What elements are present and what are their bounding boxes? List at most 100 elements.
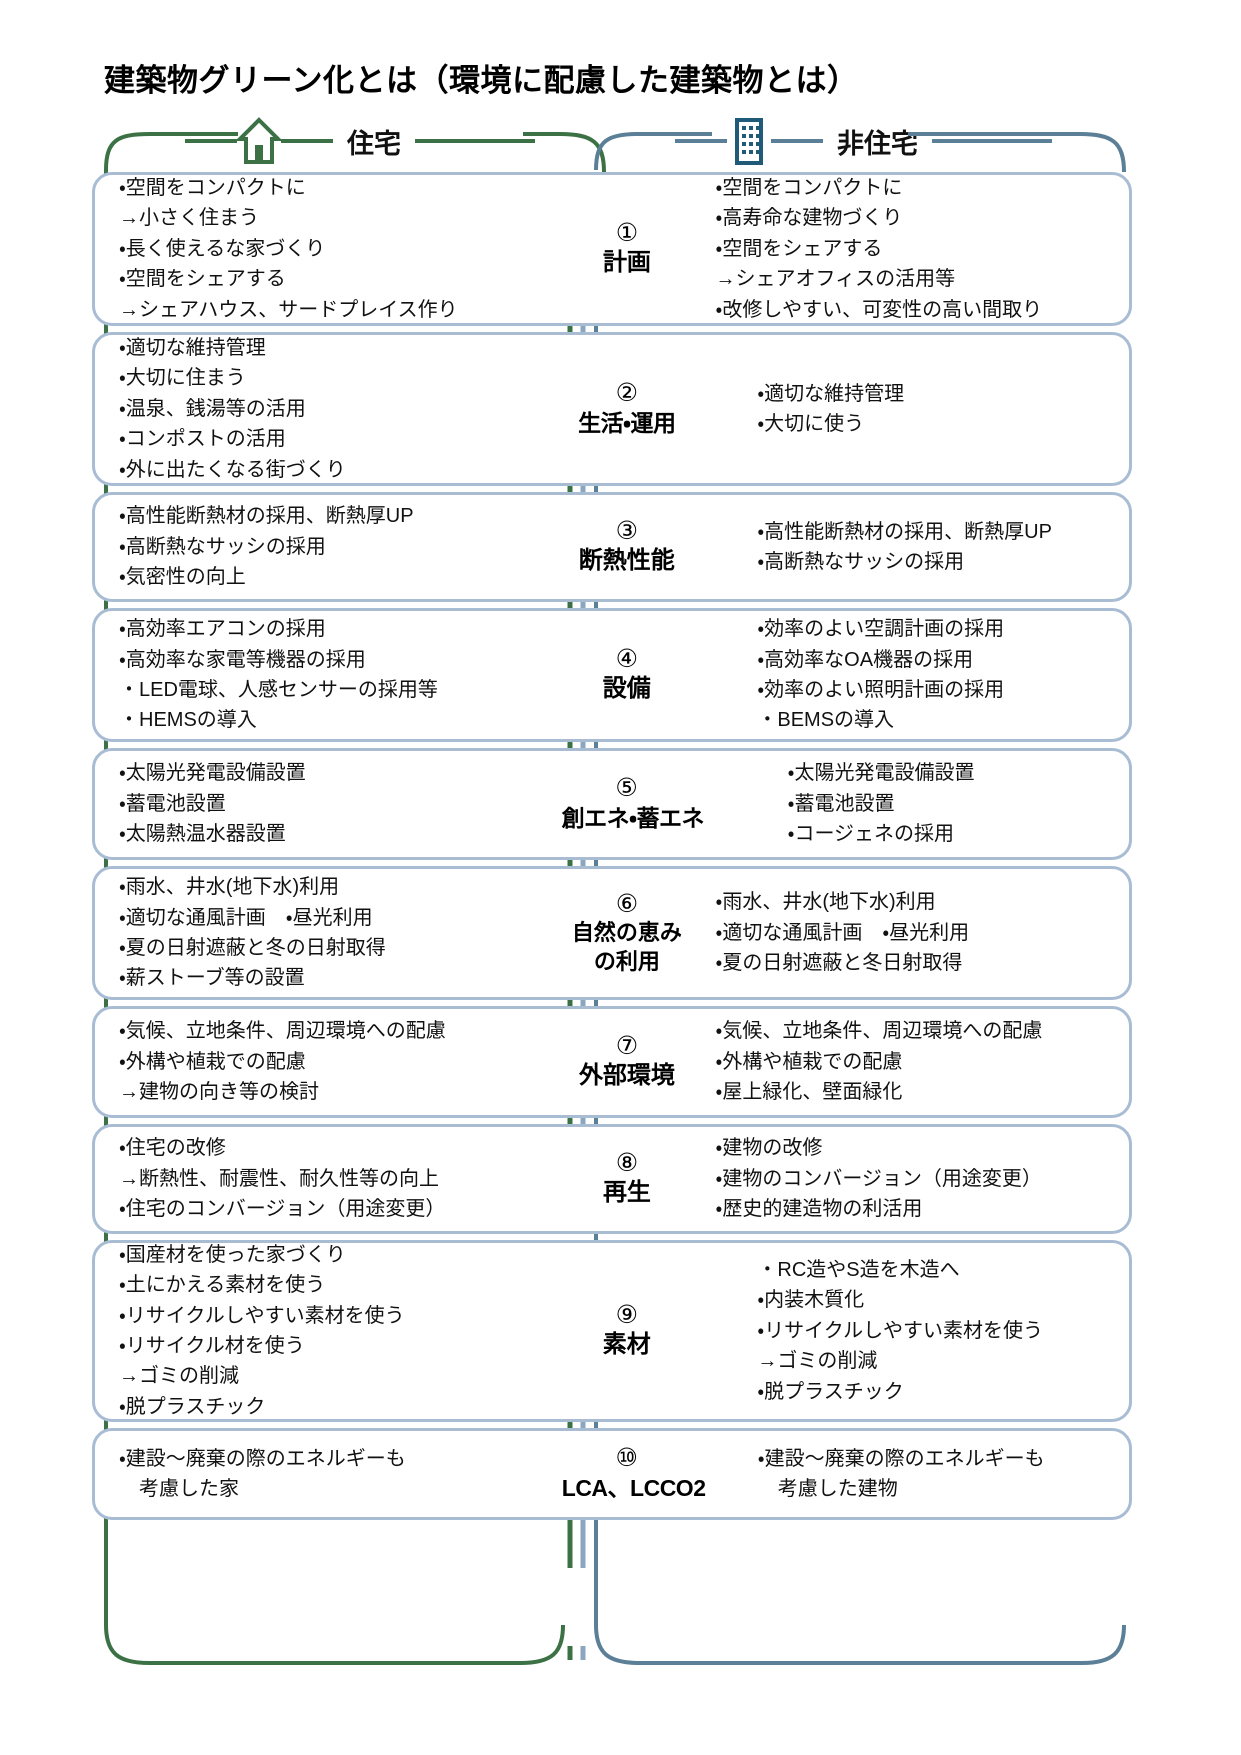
list-item: ・太陽光発電設備設置 [787, 762, 975, 785]
list-item: ・蓄電池設置 [787, 792, 895, 815]
list-item: ・歴史的建造物の利活用 [715, 1198, 923, 1221]
list-item: ・外構や植栽での配慮 [715, 1050, 903, 1073]
stage-9-label: ⑨ 素材 [552, 1294, 701, 1368]
list-item: ・住宅の改修 [119, 1137, 226, 1160]
stage-8-nonresidential-list: ・建物の改修 ・建物のコンバージョン（用途変更） ・歴史的建造物の利活用 [702, 1125, 1129, 1232]
list-item: →ゴミの削減 [757, 1350, 878, 1373]
stage-7-residential-list: ・気候、立地条件、周辺環境への配慮 ・外構や植栽での配慮 →建物の向き等の検討 [95, 1008, 552, 1115]
stage-name: 創エネ・蓄エネ [561, 804, 705, 831]
stage-name: LCA、LCCO2 [561, 1474, 706, 1501]
list-item: ・高効率エアコンの採用 [119, 618, 326, 641]
stage-row-1: ・空間をコンパクトに →小さく住まう ・長く使えるな家づくり ・空間をシェアする… [92, 172, 1132, 326]
list-item: ・適切な維持管理 [119, 337, 266, 360]
stage-row-6: ・雨水、井水(地下水)利用 ・適切な通風計画 ・昼光利用 ・夏の日射遮蔽と冬の日… [92, 866, 1132, 1000]
stage-3-nonresidential-list: ・高性能断熱材の採用、断熱厚UP ・高断熱なサッシの採用 [701, 509, 1129, 586]
list-item: ・コンポストの活用 [119, 428, 286, 451]
list-item: ・適切な通風計画 ・昼光利用 [119, 906, 373, 929]
stage-8-label: ⑧ 再生 [552, 1142, 701, 1216]
column-header-residential: 住宅 [185, 110, 535, 172]
list-item: ・高性能断熱材の採用、断熱厚UP [119, 505, 414, 528]
column-label-nonresidential: 非住宅 [837, 128, 918, 159]
stage-row-3: ・高性能断熱材の採用、断熱厚UP ・高断熱なサッシの採用 ・気密性の向上 ③ 断… [92, 492, 1132, 602]
list-item: ・高効率なOA機器の採用 [757, 648, 974, 671]
list-item: ・高効率な家電等機器の採用 [119, 648, 366, 671]
stage-4-nonresidential-list: ・効率のよい空調計画の採用 ・高効率なOA機器の採用 ・効率のよい照明計画の採用… [701, 606, 1129, 744]
stage-2-label: ② 生活・運用 [552, 372, 701, 445]
stage-7-nonresidential-list: ・気候、立地条件、周辺環境への配慮 ・外構や植栽での配慮 ・屋上緑化、壁面緑化 [702, 1008, 1129, 1115]
list-item: ・建設～廃棄の際のエネルギーも [119, 1447, 406, 1470]
list-item: ・効率のよい照明計画の採用 [757, 679, 1005, 701]
list-item: ・大切に住まう [119, 367, 246, 390]
list-item: ・LED電球、人感センサーの採用等 [119, 679, 438, 701]
stage-row-2: ・適切な維持管理 ・大切に住まう ・温泉、銭湯等の活用 ・コンポストの活用 ・外… [92, 332, 1132, 486]
list-item: ・気密性の向上 [119, 566, 246, 589]
stage-3-residential-list: ・高性能断熱材の採用、断熱厚UP ・高断熱なサッシの採用 ・気密性の向上 [95, 493, 552, 600]
stage-row-5: ・太陽光発電設備設置 ・蓄電池設置 ・太陽熱温水器設置 ⑤ 創エネ・蓄エネ ・太… [92, 748, 1132, 860]
list-item: ・土にかえる素材を使う [119, 1274, 326, 1297]
list-item: ・改修しやすい、可変性の高い間取り [715, 298, 1043, 321]
list-item: ・建物の改修 [715, 1137, 823, 1160]
stage-10-residential-list: ・建設～廃棄の際のエネルギーも 考慮した家 [95, 1436, 552, 1513]
list-item: ・効率のよい空調計画の採用 [757, 618, 1005, 641]
list-item: ・建物のコンバージョン（用途変更） [715, 1167, 1042, 1190]
list-item: 考慮した家 [119, 1478, 239, 1500]
house-icon [235, 117, 283, 165]
list-item: ・適切な通風計画 ・昼光利用 [715, 921, 970, 944]
stage-number: ⑩ [615, 1444, 638, 1473]
list-item: ・国産材を使った家づくり [119, 1243, 346, 1266]
stage-row-9: ・国産材を使った家づくり ・土にかえる素材を使う ・リサイクルしやすい素材を使う… [92, 1240, 1132, 1422]
page-title: 建築物グリーン化とは（環境に配慮した建築物とは） [104, 63, 859, 98]
list-item: ・脱プラスチック [757, 1380, 904, 1403]
list-item: ・高断熱なサッシの採用 [119, 535, 326, 558]
list-item: ・内装木質化 [757, 1289, 865, 1312]
stage-1-residential-list: ・空間をコンパクトに →小さく住まう ・長く使えるな家づくり ・空間をシェアする… [95, 165, 552, 333]
stage-2-residential-list: ・適切な維持管理 ・大切に住まう ・温泉、銭湯等の活用 ・コンポストの活用 ・外… [95, 325, 552, 493]
stage-8-residential-list: ・住宅の改修 →断熱性、耐震性、耐久性等の向上 ・住宅のコンバージョン（用途変更… [95, 1125, 552, 1232]
list-item: ・建設～廃棄の際のエネルギーも [757, 1447, 1045, 1470]
header-rule-mid [281, 139, 333, 143]
header-rule-left-2 [675, 139, 727, 143]
list-item: ・リサイクルしやすい素材を使う [119, 1304, 405, 1327]
header-rule-right-2 [932, 139, 1052, 143]
stage-number: ③ [615, 516, 638, 545]
list-item: ・蓄電池設置 [119, 792, 226, 815]
list-item: ・大切に使う [757, 413, 865, 435]
stage-5-residential-list: ・太陽光発電設備設置 ・蓄電池設置 ・太陽熱温水器設置 [95, 750, 552, 857]
stage-name: 再生 [602, 1179, 651, 1207]
list-item: ・RC造やS造を木造へ [757, 1259, 960, 1282]
stage-number: ④ [615, 644, 638, 673]
stage-9-nonresidential-list: ・RC造やS造を木造へ ・内装木質化 ・リサイクルしやすい素材を使う →ゴミの削… [701, 1247, 1129, 1415]
stage-4-residential-list: ・高効率エアコンの採用 ・高効率な家電等機器の採用 ・LED電球、人感センサーの… [95, 606, 552, 744]
stage-5-nonresidential-list: ・太陽光発電設備設置 ・蓄電池設置 ・コージェネの採用 [702, 750, 1129, 857]
list-item: ・外構や植栽での配慮 [119, 1050, 306, 1073]
list-item: ・適切な維持管理 [757, 382, 905, 405]
office-building-icon [727, 117, 771, 165]
list-item: ・高寿命な建物づくり [715, 207, 903, 230]
stage-name: 断熱性能 [578, 547, 675, 575]
stage-1-nonresidential-list: ・空間をコンパクトに ・高寿命な建物づくり ・空間をシェアする →シェアオフィス… [702, 165, 1129, 333]
stage-10-label: ⑩ LCA、LCCO2 [552, 1437, 706, 1510]
stage-2-nonresidential-list: ・適切な維持管理 ・大切に使う [701, 371, 1129, 448]
stage-number: ① [615, 218, 639, 247]
list-item: ・太陽光発電設備設置 [119, 762, 306, 785]
list-item: ・空間をシェアする [715, 237, 883, 260]
stage-5-label: ⑤ 創エネ・蓄エネ [552, 767, 705, 840]
stage-row-4: ・高効率エアコンの採用 ・高効率な家電等機器の採用 ・LED電球、人感センサーの… [92, 608, 1132, 742]
stage-name: 設備 [602, 675, 651, 703]
column-label-residential: 住宅 [347, 128, 401, 159]
column-header-nonresidential: 非住宅 [675, 110, 1052, 172]
list-item: ・夏の日射遮蔽と冬の日射取得 [119, 937, 386, 959]
stage-name: 計画 [602, 249, 651, 277]
list-item: 考慮した建物 [757, 1478, 898, 1500]
stage-1-label: ① 計画 [552, 212, 701, 286]
stage-number: ⑨ [615, 1300, 638, 1329]
list-item: ・空間をシェアする [119, 268, 286, 291]
stage-name: 外部環境 [578, 1062, 675, 1090]
list-item: ・雨水、井水(地下水)利用 [119, 876, 340, 899]
list-item: ・気候、立地条件、周辺環境への配慮 [715, 1020, 1043, 1043]
list-item: ・太陽熱温水器設置 [119, 823, 286, 846]
stage-number: ② [615, 379, 638, 408]
list-item: ・長く使えるな家づくり [119, 237, 326, 260]
stage-6-residential-list: ・雨水、井水(地下水)利用 ・適切な通風計画 ・昼光利用 ・夏の日射遮蔽と冬の日… [95, 864, 552, 1002]
stage-row-10: ・建設～廃棄の際のエネルギーも 考慮した家 ⑩ LCA、LCCO2 ・建設～廃棄… [92, 1428, 1132, 1520]
